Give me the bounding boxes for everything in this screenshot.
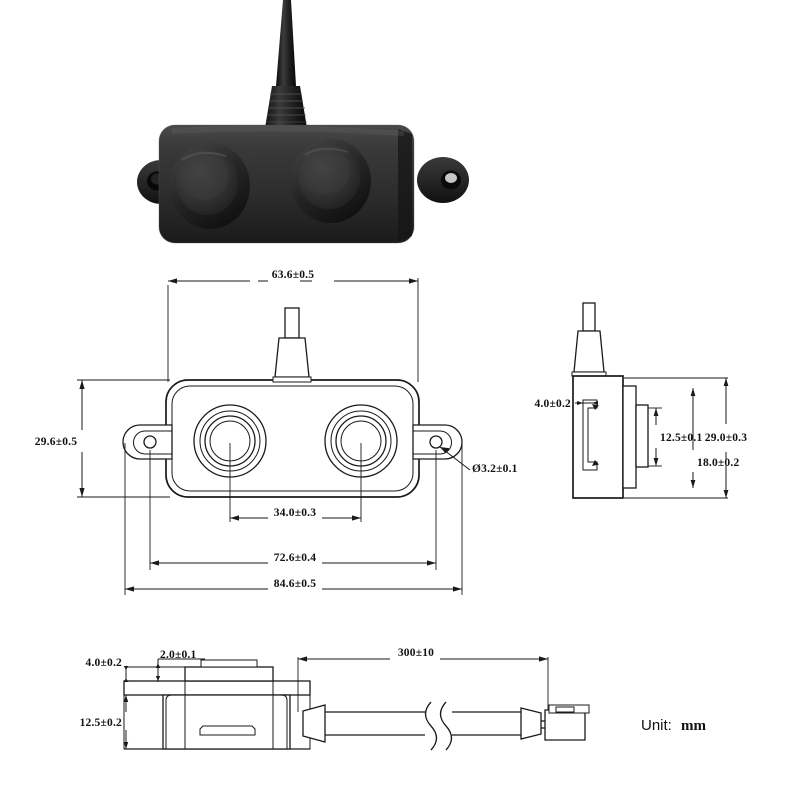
dimension-label-overall-top: 63.6±0.5 xyxy=(272,269,314,281)
side-dimension-mid-height: 18.0±0.2 xyxy=(690,388,739,488)
side-dimension-label-inner-height: 12.5±0.1 xyxy=(660,432,702,444)
side-view-cable-boot xyxy=(571,302,607,377)
bottom-dimension-label-top-step: 4.0±0.2 xyxy=(86,657,123,669)
dimension-label-height: 29.6±0.5 xyxy=(35,436,77,448)
unit-label-value: mm xyxy=(681,718,706,734)
dimension-overall-width: 84.6±0.5 xyxy=(124,443,463,595)
dimension-label-overall-width: 84.6±0.5 xyxy=(274,578,316,590)
side-dimension-label-flange-thickness: 4.0±0.2 xyxy=(535,398,572,410)
side-dimension-label-mid-height: 18.0±0.2 xyxy=(697,457,739,469)
front-view-mount-tab-right xyxy=(412,424,463,460)
front-view-cable-boot xyxy=(272,307,312,383)
unit-label-prefix: Unit: xyxy=(641,717,672,734)
dimension-hole-diameter: Ø3.2±0.1 xyxy=(439,446,518,475)
dimension-height: 29.6±0.5 xyxy=(35,379,170,498)
ultrasonic-sensor-product-photo xyxy=(137,0,469,244)
dimension-label-hole-diameter: Ø3.2±0.1 xyxy=(472,463,518,475)
bottom-dimension-label-boss-height: 2.0±0.1 xyxy=(160,649,197,661)
dimension-label-mount-hole-spacing: 72.6±0.4 xyxy=(274,552,316,564)
side-dimension-label-overall-height: 29.0±0.3 xyxy=(705,432,747,444)
dimension-label-transducer-spacing: 34.0±0.3 xyxy=(274,507,316,519)
dimension-mount-hole-spacing: 72.6±0.4 xyxy=(149,450,437,570)
bottom-dimension-boss-height: 2.0±0.1 xyxy=(155,649,205,682)
sensor-cable-photo xyxy=(276,0,296,86)
unit-label: Unit: mm xyxy=(641,717,706,734)
bottom-dimension-cable-length: 300±10 xyxy=(297,647,549,712)
front-view-drawing: 63.6±0.5 29.6±0.5 Ø3.2±0.1 34.0±0.3 xyxy=(35,269,518,595)
bottom-view-drawing: 4.0±0.2 2.0±0.1 12.5±0.2 xyxy=(80,647,706,751)
transducer-left-photo xyxy=(170,143,250,229)
mounting-tab-right xyxy=(417,157,469,203)
side-dimension-flange-thickness: 4.0±0.2 xyxy=(535,398,598,410)
cable-strain-relief-boot xyxy=(265,86,307,128)
side-view-drawing: 4.0±0.2 12.5±0.1 18.0±0.2 xyxy=(535,302,747,499)
transducer-right-photo xyxy=(291,139,371,223)
bottom-dimension-label-body-depth: 12.5±0.2 xyxy=(80,717,122,729)
dimension-transducer-spacing: 34.0±0.3 xyxy=(229,443,362,522)
side-view-housing xyxy=(572,375,649,499)
side-dimension-overall-height: 29.0±0.3 xyxy=(624,377,747,499)
bottom-view-cable xyxy=(302,701,590,751)
side-dimension-inner-height: 12.5±0.1 xyxy=(648,407,702,467)
bottom-view-housing xyxy=(162,659,291,750)
bottom-dimension-body-depth: 12.5±0.2 xyxy=(80,694,168,750)
bottom-dimension-top-step: 4.0±0.2 xyxy=(86,657,190,682)
front-view-mount-tab-left xyxy=(122,424,173,460)
dimension-overall-top: 63.6±0.5 xyxy=(167,269,419,382)
bottom-dimension-label-cable-length: 300±10 xyxy=(398,647,434,659)
